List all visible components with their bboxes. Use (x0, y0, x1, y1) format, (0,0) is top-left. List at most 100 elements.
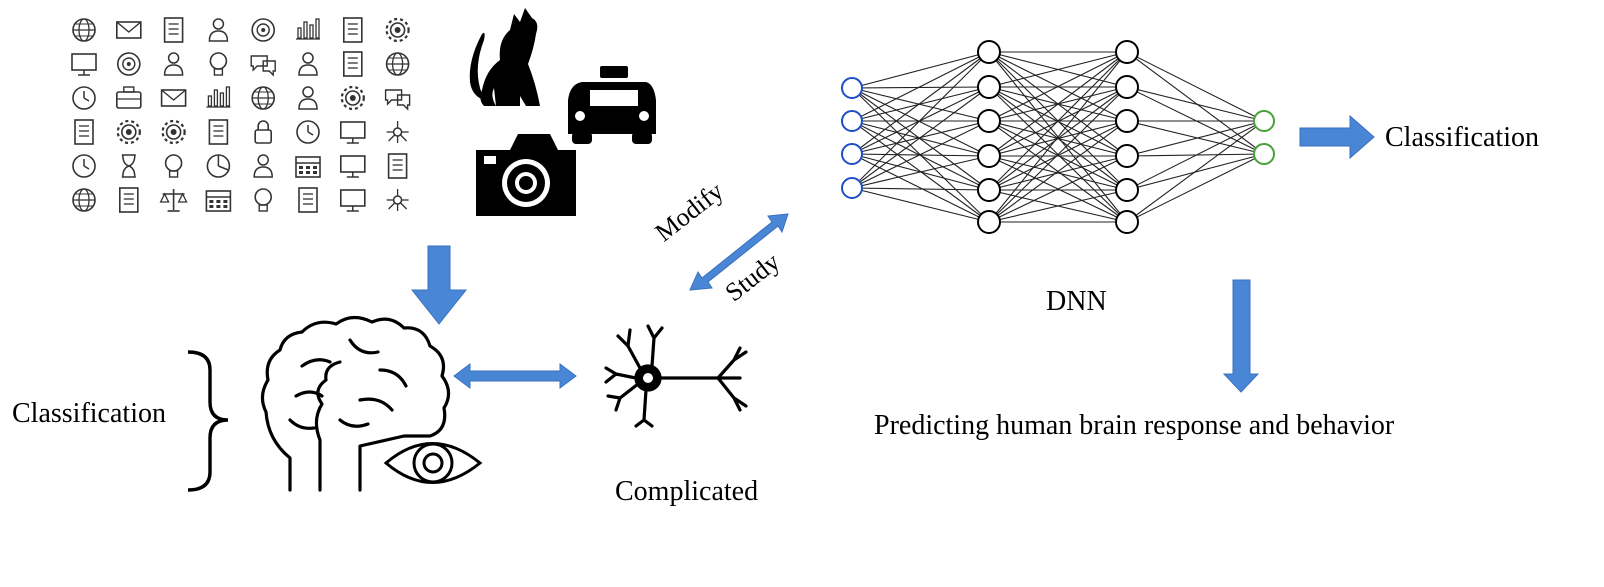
dnn-edge (988, 86, 1128, 223)
dollar-gear-icon (116, 119, 141, 145)
hidden-node (977, 178, 1001, 202)
dnn-edge (988, 51, 1128, 223)
dnn-edge (851, 86, 990, 122)
arrow-down-to-prediction (1222, 279, 1260, 393)
dnn-edge (851, 187, 990, 223)
dnn-edge (1126, 120, 1265, 223)
dnn-edge (988, 51, 1128, 122)
people-profile-icon (298, 52, 318, 76)
output-node (1253, 110, 1275, 132)
camera-icon (476, 134, 576, 216)
globe-location-icon (72, 188, 96, 212)
hidden-node (1115, 144, 1139, 168)
envelope-icon (116, 21, 142, 39)
hidden-node (977, 40, 1001, 64)
dnn-edge (851, 155, 990, 189)
dnn-edge (851, 51, 990, 155)
dnn-edge (1126, 51, 1265, 155)
dnn-edge (1126, 86, 1265, 122)
clipboard-check-icon (387, 153, 408, 179)
laptop-user-icon (339, 189, 366, 212)
envelope-open-icon (160, 89, 187, 107)
dnn-edge (988, 51, 1128, 191)
dnn-label: DNN (1046, 286, 1107, 317)
briefcase-icon (116, 86, 142, 109)
prediction-label: Predicting human brain response and beha… (874, 410, 1395, 441)
pie-chart-icon (206, 154, 231, 178)
hidden-node (1115, 210, 1139, 234)
dnn-edge (851, 87, 990, 157)
dnn-edge (988, 155, 1128, 223)
calendar-icon (295, 156, 321, 178)
dnn-edge (851, 51, 990, 89)
dnn-edge (988, 86, 1128, 191)
hidden-node (1115, 75, 1139, 99)
dnn-edge (851, 51, 990, 122)
dnn-edge (988, 155, 1128, 191)
dnn-edge (1126, 120, 1265, 155)
globe-network-icon (251, 86, 276, 110)
arrow-right-to-classification (1299, 114, 1375, 160)
bulb-person-icon (164, 154, 183, 178)
right-classification-label: Classification (1385, 122, 1539, 153)
input-node (841, 177, 863, 199)
hidden-node (1115, 109, 1139, 133)
team-icon (298, 86, 318, 110)
lightbulb-head-icon (209, 52, 228, 76)
dnn-edge (1126, 51, 1265, 122)
org-chart-icon (385, 120, 410, 144)
dnn-edge (988, 51, 1128, 157)
hidden-node (977, 210, 1001, 234)
arrow-down-to-brain (410, 245, 468, 325)
chart-report-icon (208, 119, 229, 145)
books-icon (342, 51, 363, 77)
input-node (841, 143, 863, 165)
curly-brace (187, 350, 229, 492)
gears-icon (161, 119, 186, 145)
cloud-upload-icon (384, 89, 411, 110)
complicated-label: Complicated (615, 476, 759, 507)
input-node (841, 77, 863, 99)
dnn-edge (851, 51, 990, 189)
tools-icon (340, 85, 365, 111)
idea-bulb-icon (254, 188, 273, 212)
search-person-icon (253, 154, 273, 178)
dnn-edge (851, 86, 990, 189)
dollar-calendar-icon (205, 190, 232, 212)
hidden-node (1115, 40, 1139, 64)
balance-scale-icon (159, 188, 188, 212)
dnn-edge (988, 120, 1128, 223)
stopwatch-icon (72, 154, 96, 178)
brain-icon (260, 315, 451, 492)
dnn-edge (851, 86, 990, 89)
money-growth-icon (205, 86, 232, 108)
car-icon (568, 66, 656, 144)
dnn-edges (851, 51, 1265, 223)
magnifier-icon (117, 52, 141, 76)
monitor-icon (339, 121, 366, 144)
left-classification-label: Classification (12, 398, 166, 429)
padlock-icon (254, 120, 273, 144)
arrow-modify-study (689, 213, 789, 291)
hidden-node (977, 75, 1001, 99)
eye-icon (383, 442, 483, 484)
arrow-brain-neuron (453, 363, 577, 389)
notepad-pen-icon (119, 187, 139, 213)
output-node (1253, 143, 1275, 165)
dnn-edge (851, 120, 990, 157)
dnn-nodes (841, 40, 1275, 234)
chat-bubbles-icon (250, 55, 276, 76)
desk-icon (339, 155, 366, 178)
dnn-edge (1126, 120, 1265, 191)
refresh-icon (72, 86, 96, 110)
bar-chart-icon (295, 18, 321, 40)
id-card-icon (74, 119, 94, 145)
icon-grid (71, 17, 411, 213)
newspaper-icon (163, 17, 184, 43)
hidden-node (1115, 178, 1139, 202)
dnn-edge (988, 189, 1128, 223)
certificate-icon (298, 187, 318, 213)
stopwatch-dial-icon (296, 120, 320, 144)
dnn-edge (988, 120, 1128, 191)
